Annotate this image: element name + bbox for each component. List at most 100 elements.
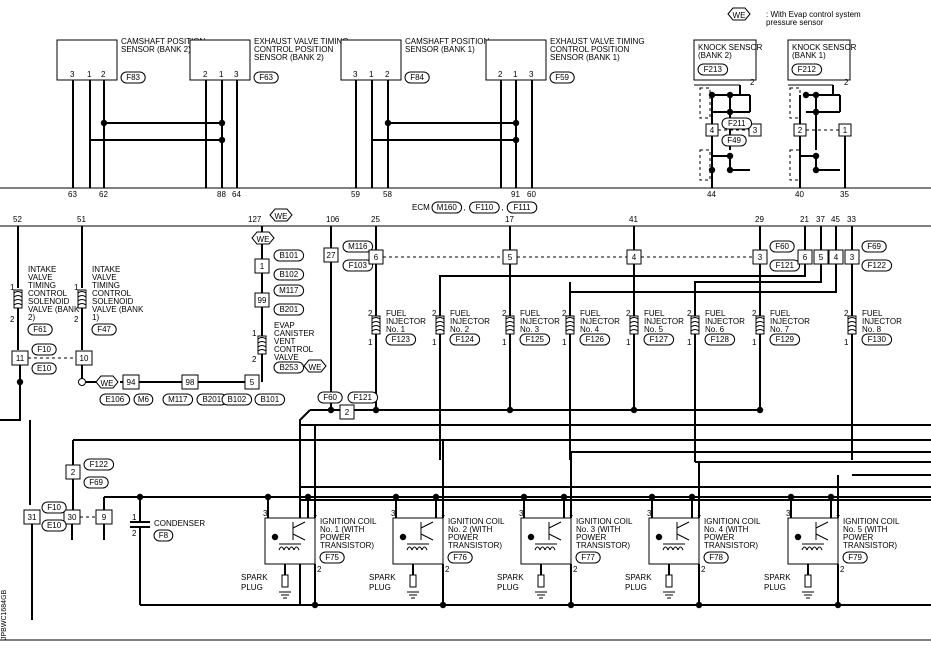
injector-pin: 1 — [562, 338, 567, 347]
legend-tag-text: WE — [733, 11, 746, 20]
joint-connector-code: E10 — [47, 521, 62, 530]
joint-num: 3 — [850, 253, 855, 262]
wire — [292, 533, 306, 541]
coil-winding — [406, 546, 413, 551]
joint-connector-pill — [41, 519, 67, 532]
solenoid-coil-turn — [13, 295, 23, 298]
evap-connector-pill — [273, 284, 305, 297]
sensor-name: CONTROL POSITION — [254, 45, 333, 54]
coil-connector-code: F75 — [325, 553, 339, 562]
coil-winding — [283, 546, 290, 551]
open-splice — [78, 378, 86, 386]
sensor-pin: 2 — [101, 70, 106, 79]
knock-sensor-pin: 2 — [844, 78, 849, 87]
injector-coil-turn — [505, 329, 515, 332]
valve-name: VALVE (BANK — [28, 305, 80, 314]
evap-coil-turn — [257, 341, 267, 344]
wire — [548, 533, 562, 541]
injector-coil-turn — [847, 325, 857, 328]
splice-dot — [560, 493, 568, 501]
harness-connector-code: B101 — [260, 395, 279, 404]
solenoid-coil-turn — [77, 303, 87, 306]
injector-connector-code: F124 — [456, 335, 475, 344]
joint-connector-pill — [861, 240, 887, 253]
we-tag-shape — [251, 231, 275, 245]
coil-winding — [534, 546, 541, 551]
sensor-connector-pill — [120, 71, 146, 84]
injector-coil-turn — [565, 325, 575, 328]
splice-dot — [399, 533, 407, 541]
we-tag-shape — [303, 359, 327, 373]
injector-coil-turn — [435, 329, 445, 332]
joint-connector-code: F10 — [47, 503, 61, 512]
knock-joint-connector-code: F49 — [727, 136, 741, 145]
wire — [800, 155, 840, 171]
evap-connector-code: B101 — [279, 251, 298, 260]
ecm-bottom-pin: 37 — [816, 215, 825, 224]
evap-coil-turn — [257, 345, 267, 348]
injector-pin: 1 — [844, 338, 849, 347]
sensor-pin: 1 — [513, 70, 518, 79]
harness-connector-pill — [133, 393, 154, 406]
injector-name: No. 1 — [386, 325, 406, 334]
coil-name: No. 4 (WITH — [704, 525, 749, 534]
valve-pin: 2 — [74, 315, 79, 324]
valve-name: 2) — [28, 313, 35, 322]
harness-num: 98 — [186, 378, 195, 387]
ecm-bottom-pin: 127 — [248, 215, 262, 224]
coil-name: No. 1 (WITH — [320, 525, 365, 534]
ecm-connector-pill — [506, 201, 538, 214]
harness-connector-pill — [99, 393, 131, 406]
condenser-pin: 2 — [132, 529, 137, 538]
coil-pin: 3 — [786, 509, 791, 518]
injector-coil-turn — [847, 317, 857, 320]
sensor-name: SENSOR (BANK 1) — [405, 45, 475, 54]
valve-name: CONTROL — [92, 289, 132, 298]
ecm-pin: 35 — [840, 190, 849, 199]
joint-num: 6 — [374, 253, 379, 262]
coil-pin: 3 — [647, 509, 652, 518]
injector-pin: 2 — [562, 309, 567, 318]
coil-name: POWER — [320, 533, 350, 542]
injector-name: INJECTOR — [770, 317, 810, 326]
ecm-bottom-pin: 51 — [77, 215, 86, 224]
valve-name: CONTROL — [28, 289, 68, 298]
ecm-pin: 40 — [795, 190, 804, 199]
ecm-bottom-pin: 21 — [800, 215, 809, 224]
condenser-pin: 1 — [132, 513, 137, 522]
injector-name: INJECTOR — [386, 317, 426, 326]
injector-connector-pill — [643, 333, 675, 346]
injector-connector-pill — [385, 333, 417, 346]
ignition-coil-box — [264, 517, 316, 565]
valve-connector-pill — [273, 361, 305, 374]
joint-connector-pill — [41, 501, 67, 514]
ignition-coil-box — [787, 517, 839, 565]
sensor-name: EXHAUST VALVE TIMING — [254, 37, 349, 46]
sensor-pin: 2 — [385, 70, 390, 79]
splice-dot — [827, 493, 835, 501]
coil-name: TRANSISTOR) — [320, 541, 374, 550]
ignition-coil-box — [392, 517, 444, 565]
coil-name: IGNITION COIL — [448, 517, 505, 526]
injector-connector-pill — [519, 333, 551, 346]
joint-num: 2 — [345, 408, 350, 417]
knock-joint-num: 3 — [753, 126, 758, 135]
ecm-bottom-pin: 33 — [847, 215, 856, 224]
valve-name: EVAP — [274, 321, 295, 330]
injector-coil-turn — [371, 317, 381, 320]
injector-coil-turn — [755, 325, 765, 328]
joint-pin — [339, 404, 355, 420]
injector-name: FUEL — [862, 309, 883, 318]
coil-name: POWER — [448, 533, 478, 542]
sensor-pin: 2 — [498, 70, 503, 79]
injector-feed — [569, 264, 837, 316]
coil-pin: 3 — [263, 509, 268, 518]
ecm-pin: 60 — [527, 190, 536, 199]
injector-coil-turn — [847, 321, 857, 324]
joint-num: 5 — [819, 253, 824, 262]
coil-connector-pill — [842, 551, 868, 564]
knock-sensor-connector-code: F212 — [798, 65, 817, 74]
harness-num: 94 — [127, 378, 136, 387]
knock-sensor-name: (BANK 2) — [698, 51, 732, 60]
coil-name: POWER — [843, 533, 873, 542]
